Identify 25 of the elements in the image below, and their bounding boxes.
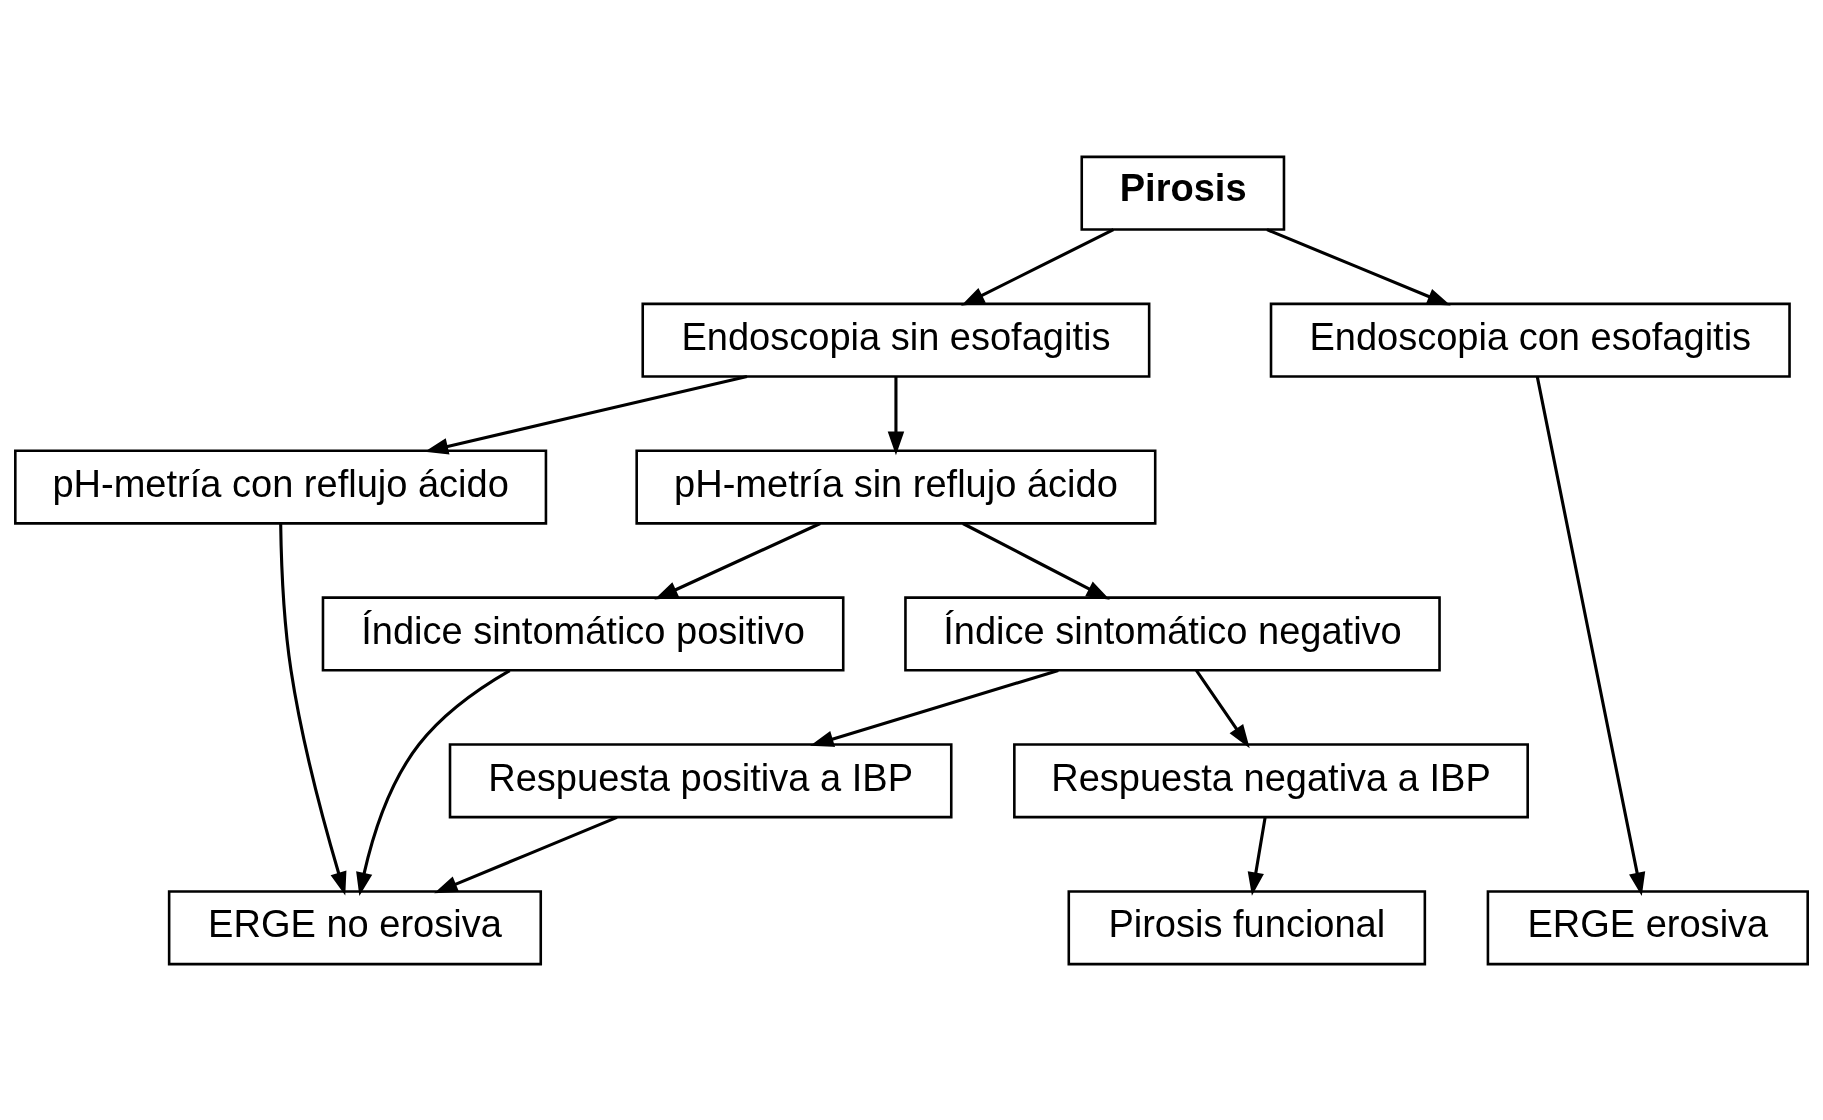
node-box: Índice sintomático negativo	[904, 595, 1441, 672]
node-box: Endoscopia sin esofagitis	[641, 302, 1151, 378]
node-box: Índice sintomático positivo	[321, 595, 845, 672]
arrow	[810, 668, 1059, 747]
arrow	[962, 521, 1110, 600]
arrow	[356, 668, 511, 896]
arrow	[1247, 816, 1267, 896]
arrow	[279, 523, 347, 895]
arrow	[434, 815, 618, 893]
node-box: Respuesta positiva a IBP	[448, 742, 953, 818]
node-box: Pirosis	[1080, 155, 1286, 231]
node-box: Endoscopia con esofagitis	[1269, 302, 1791, 378]
arrow	[961, 227, 1115, 306]
arrow	[654, 521, 821, 600]
arrow	[887, 376, 905, 455]
arrow	[1266, 227, 1451, 306]
node-box: ERGE no erosiva	[167, 889, 543, 965]
node-box: pH-metría sin reflujo ácido	[635, 448, 1157, 525]
arrow	[1195, 669, 1250, 748]
arrow	[1535, 375, 1646, 896]
node-box: Respuesta negativa a IBP	[1013, 742, 1529, 818]
node-box: pH-metría con reflujo ácido	[14, 448, 548, 525]
node-box: ERGE erosiva	[1486, 889, 1809, 965]
arrow	[424, 374, 748, 454]
node-box: Pirosis funcional	[1067, 889, 1427, 965]
